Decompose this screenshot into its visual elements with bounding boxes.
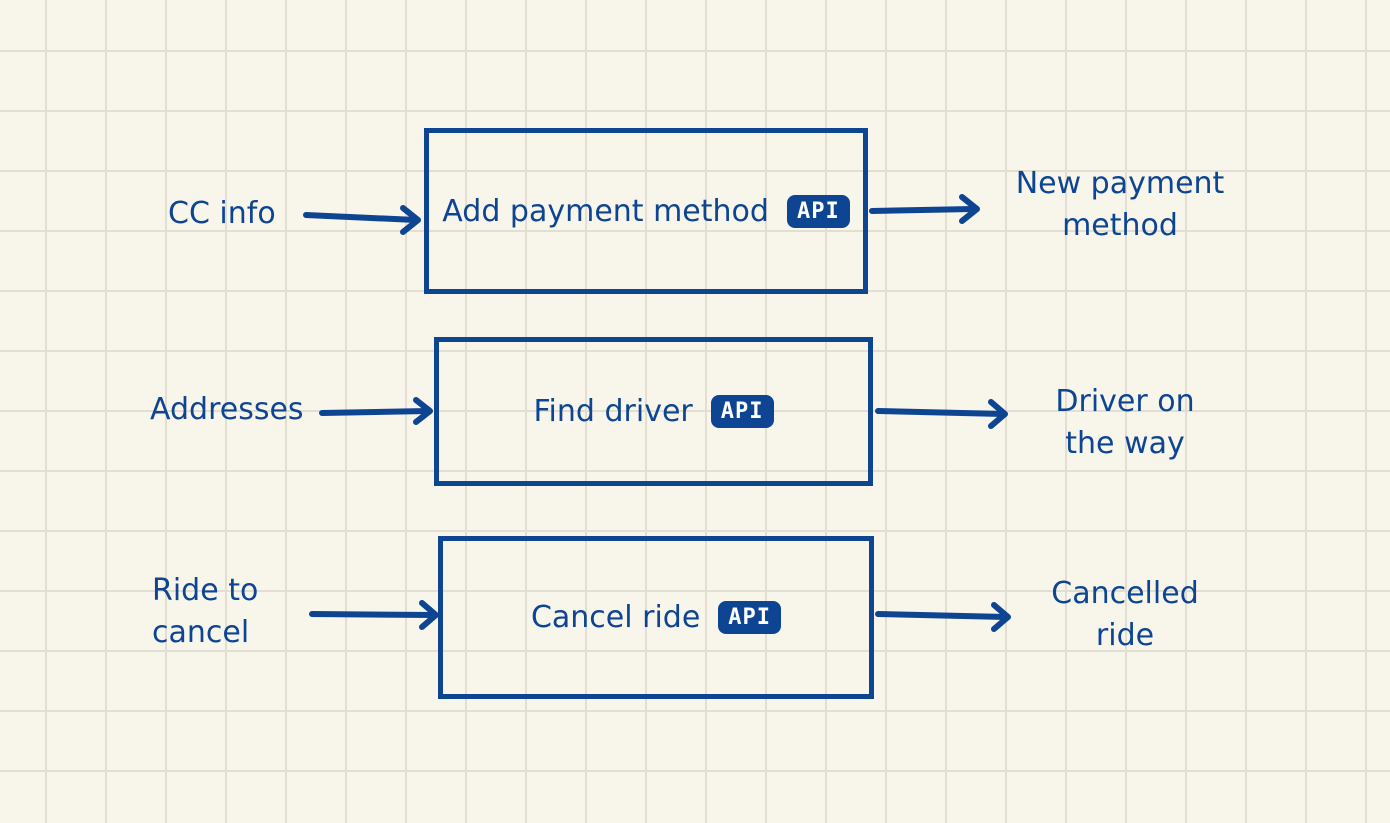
input-label-add-payment: CC info — [168, 196, 276, 231]
input-arrow-find-driver — [319, 397, 433, 425]
input-label-find-driver: Addresses — [150, 392, 304, 427]
api-badge: API — [710, 395, 774, 428]
output-label-cancel-ride: Cancelled ride — [1051, 576, 1199, 653]
output-arrow-add-payment — [869, 194, 980, 224]
process-box-add-payment: Add payment method API — [424, 128, 868, 294]
process-box-cancel-ride: Cancel ride API — [438, 536, 874, 699]
api-badge: API — [786, 194, 850, 228]
output-label-add-payment: New payment method — [1015, 166, 1225, 243]
input-arrow-cancel-ride — [309, 600, 439, 630]
input-arrow-add-payment — [303, 205, 421, 235]
process-title-cancel-ride: Cancel ride — [530, 600, 701, 635]
output-arrow-find-driver — [875, 399, 1008, 429]
output-label-find-driver: Driver on the way — [1055, 384, 1195, 461]
api-badge: API — [718, 601, 782, 634]
process-title-find-driver: Find driver — [533, 394, 693, 429]
output-arrow-cancel-ride — [875, 602, 1011, 632]
process-box-find-driver: Find driver API — [434, 337, 873, 486]
input-label-cancel-ride: Ride to cancel — [152, 573, 259, 650]
process-title-add-payment: Add payment method — [442, 193, 769, 229]
